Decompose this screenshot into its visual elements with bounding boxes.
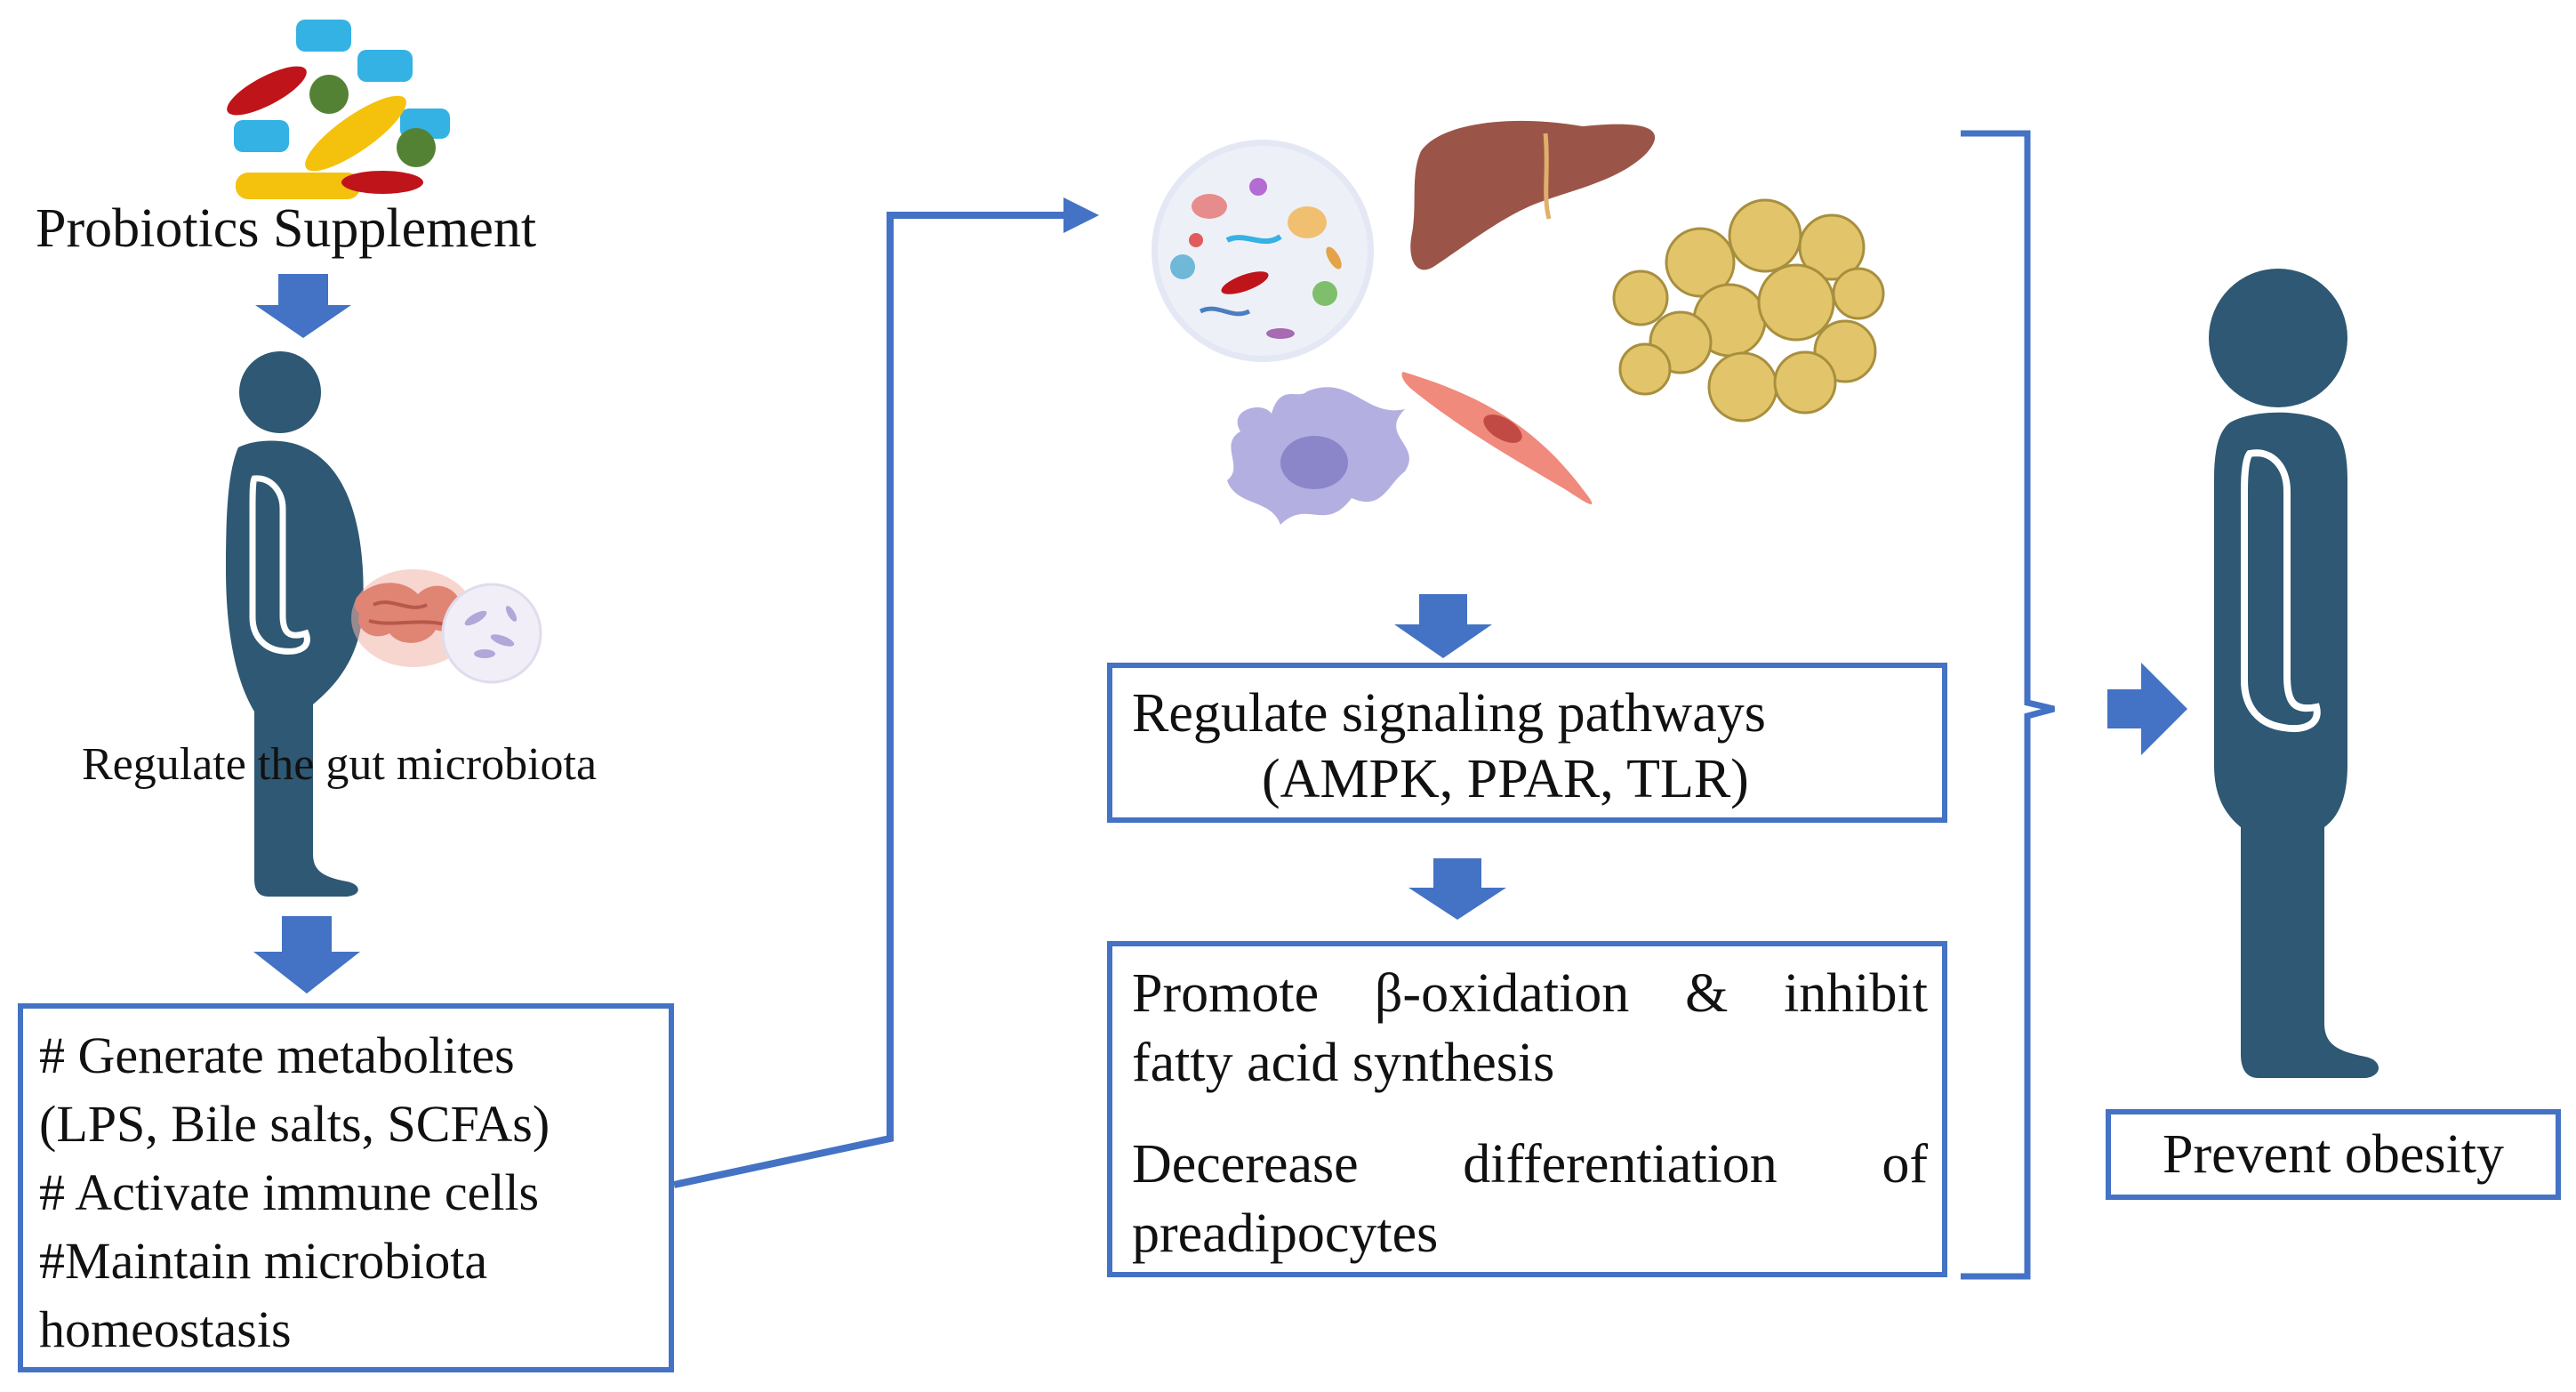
oxidation-line-4: preadipocytes [1132, 1203, 1439, 1264]
arrow-down-probiotics [255, 274, 351, 338]
metabolites-box: # Generate metabolites (LPS, Bile salts,… [18, 1003, 674, 1372]
probiotics-label: Probiotics Supplement [36, 198, 537, 259]
bacteria-cluster-icon [227, 20, 450, 199]
muscle-cell-icon [1401, 372, 1593, 504]
metabolites-line-3: # Activate immune cells [39, 1163, 540, 1221]
arrow-down-oxidation [1408, 858, 1506, 920]
healthy-person-icon [2209, 269, 2379, 1078]
immune-cell-icon [1227, 387, 1409, 525]
oxidation-box: Promote β-oxidation & inhibit fatty acid… [1107, 941, 1947, 1277]
oxidation-line-1: Promote β-oxidation & inhibit [1132, 963, 1928, 1024]
prevent-obesity-box: Prevent obesity [2106, 1109, 2561, 1200]
microbiota-dish-icon [1152, 140, 1374, 362]
metabolites-line-5: homeostasis [39, 1300, 292, 1358]
signaling-line-2: (AMPK, PPAR, TLR) [1262, 749, 1749, 809]
signaling-line-1: Regulate signaling pathways [1132, 683, 1766, 744]
connector-arrowhead [1063, 197, 1099, 233]
signaling-box: Regulate signaling pathways (AMPK, PPAR,… [1107, 663, 1947, 823]
metabolites-line-2: (LPS, Bile salts, SCFAs) [39, 1095, 550, 1153]
outcome-bracket [1961, 130, 2055, 1280]
connector-line-to-cells [673, 212, 1067, 1188]
obese-person-icon [226, 351, 364, 897]
arrow-right-outcome [2107, 663, 2187, 755]
arrow-down-signaling [1394, 594, 1492, 658]
metabolites-line-1: # Generate metabolites [39, 1026, 515, 1084]
microbiota-dish-small-icon [441, 583, 542, 684]
oxidation-line-2: fatty acid synthesis [1132, 1033, 1555, 1093]
oxidation-line-3: Decerease differentiation of [1132, 1134, 1928, 1195]
arrow-down-metabolites [253, 916, 360, 994]
prevent-obesity-label: Prevent obesity [2163, 1124, 2504, 1185]
regulate-gut-label: Regulate the gut microbiota [82, 739, 598, 790]
liver-icon [1410, 120, 1656, 270]
metabolites-line-4: #Maintain microbiota [39, 1232, 488, 1290]
adipocytes-icon [1612, 198, 1885, 422]
